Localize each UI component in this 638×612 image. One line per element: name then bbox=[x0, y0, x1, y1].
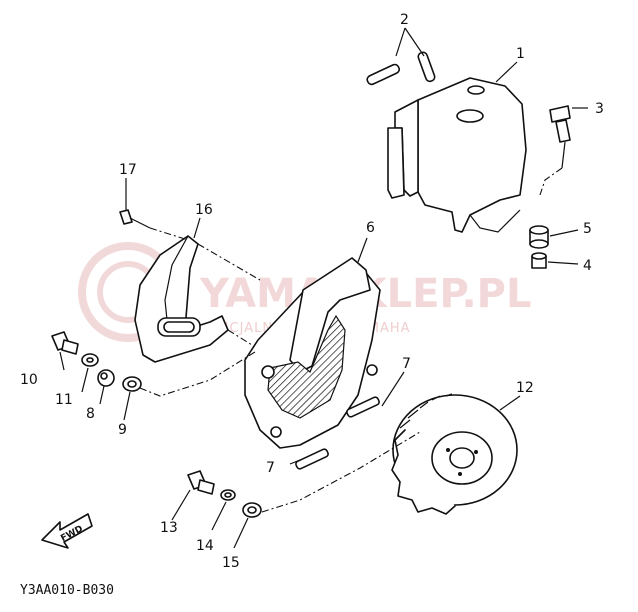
callout-17: 17 bbox=[119, 162, 137, 178]
callout-10: 10 bbox=[20, 372, 38, 388]
part-14-lockwasher bbox=[220, 489, 236, 501]
leader-9-to-6 bbox=[139, 351, 256, 397]
part-3-bolt bbox=[539, 105, 571, 196]
part-2-pins bbox=[366, 51, 436, 86]
part-13-bolt bbox=[187, 470, 215, 495]
part-4-collar bbox=[531, 252, 547, 269]
leader-15-to-12 bbox=[261, 431, 421, 513]
part-12-flywheel bbox=[391, 393, 518, 515]
callout-15: 15 bbox=[222, 555, 240, 571]
callout-4: 4 bbox=[583, 258, 592, 274]
callouts: 2 1 3 5 4 6 7 7 17 16 12 10 11 8 9 13 14… bbox=[20, 12, 604, 571]
part-7-dowels bbox=[295, 396, 380, 470]
callout-16: 16 bbox=[195, 202, 213, 218]
callout-2: 2 bbox=[400, 12, 409, 28]
diagram-code: Y3AA010-B030 bbox=[20, 583, 114, 598]
part-10-bolt bbox=[51, 331, 79, 355]
fwd-arrow-icon: FWD bbox=[41, 513, 93, 549]
part-16-cover bbox=[134, 235, 229, 363]
callout-11: 11 bbox=[55, 392, 73, 408]
part-17-screw bbox=[119, 209, 189, 241]
callout-1: 1 bbox=[516, 46, 525, 62]
callout-9: 9 bbox=[118, 422, 127, 438]
callout-6: 6 bbox=[366, 220, 375, 236]
callout-3: 3 bbox=[595, 101, 604, 117]
part-15-washer bbox=[242, 502, 262, 518]
callout-leaders bbox=[59, 27, 588, 549]
callout-8: 8 bbox=[86, 406, 95, 422]
leader-16-to-6 bbox=[197, 243, 261, 281]
part-8-collar bbox=[97, 369, 115, 387]
callout-5: 5 bbox=[583, 221, 592, 237]
callout-7-lower: 7 bbox=[266, 460, 275, 476]
part-1-air-shroud bbox=[387, 77, 527, 233]
callout-12: 12 bbox=[516, 380, 534, 396]
callout-14: 14 bbox=[196, 538, 214, 554]
callout-7-upper: 7 bbox=[402, 356, 411, 372]
part-6-fan-shroud bbox=[244, 257, 381, 449]
callout-13: 13 bbox=[160, 520, 178, 536]
part-5-grommet bbox=[529, 225, 549, 249]
part-11-washer bbox=[81, 353, 99, 367]
part-9-grommet bbox=[122, 376, 142, 392]
leader-16-to-6b bbox=[227, 329, 253, 346]
